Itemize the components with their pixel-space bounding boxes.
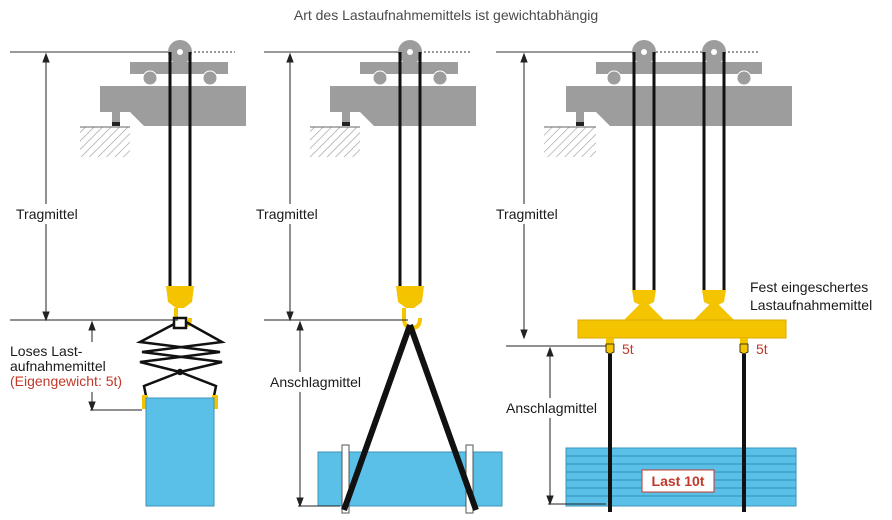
diagram-title: Art des Lastaufnahmemittels ist gewichta… — [294, 7, 598, 23]
crane-girder-middle — [330, 62, 476, 126]
label-tragmittel-middle: Tragmittel — [256, 206, 318, 222]
panel-left: Tragmittel Loses Last- aufnahmemittel (E… — [8, 40, 246, 507]
rail-support-right — [544, 127, 596, 157]
hook-middle — [396, 286, 424, 331]
rail-support-middle — [310, 127, 360, 157]
label-anschlagmittel-right: Anschlagmittel — [506, 400, 597, 416]
load-left — [145, 397, 215, 507]
dimension-tragmittel-left — [10, 52, 178, 322]
dimension-anschlag-right — [546, 346, 606, 506]
dimension-loose-left — [88, 320, 142, 412]
label-hook-left-capacity: 5t — [622, 341, 634, 357]
dimension-anschlag-middle — [296, 320, 340, 508]
spreader-beam — [577, 290, 787, 339]
label-tragmittel-right: Tragmittel — [496, 206, 558, 222]
label-loose-weight: (Eigengewicht: 5t) — [10, 373, 122, 389]
label-fixed-line1: Fest eingeschertes — [750, 279, 868, 295]
panel-right: 5t 5t Last 10t — [494, 40, 872, 512]
dimension-tragmittel-middle — [264, 52, 408, 322]
hook-right-left — [605, 338, 615, 355]
panel-middle: Tragmittel Anschlagmittel — [254, 40, 503, 514]
label-load-weight: Last 10t — [652, 473, 705, 489]
dimension-tragmittel-right — [520, 52, 528, 340]
label-hook-right-capacity: 5t — [756, 341, 768, 357]
sling-middle-left — [341, 323, 413, 512]
crane-girder-right — [566, 62, 792, 126]
crane-girder-left — [100, 62, 246, 126]
lifting-tongs — [135, 316, 226, 397]
load-label-box — [641, 469, 715, 493]
label-loose-line2: aufnahmemittel — [10, 358, 106, 374]
rail-support-left — [80, 127, 130, 157]
sling-middle-right — [407, 323, 479, 512]
label-tragmittel-left: Tragmittel — [16, 206, 78, 222]
label-fixed-line2: Lastaufnahmemittel — [750, 297, 872, 313]
label-anschlagmittel-middle: Anschlagmittel — [270, 374, 361, 390]
label-loose-line1: Loses Last- — [10, 343, 83, 359]
hook-right-right — [739, 338, 749, 355]
